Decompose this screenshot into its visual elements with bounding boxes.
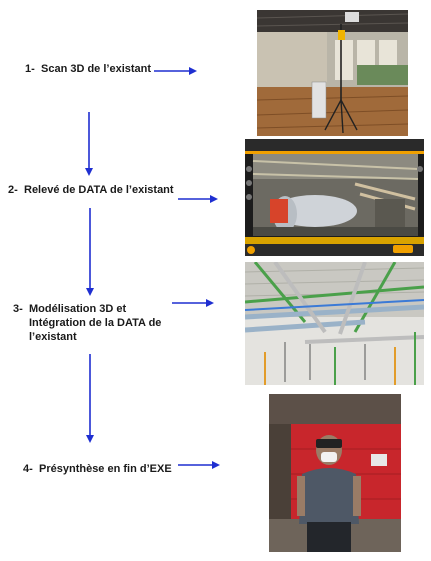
step-3-number: 3- <box>13 303 23 315</box>
laser-scanner-photo <box>257 10 408 136</box>
step-1-number: 1- <box>25 63 35 75</box>
step-2-text: Relevé de DATA de l’existant <box>24 184 174 196</box>
step-2-label: 2- Relevé de DATA de l’existant <box>8 183 174 197</box>
step-1-label: 1- Scan 3D de l’existant <box>25 62 151 76</box>
step-1-text: Scan 3D de l’existant <box>41 63 152 75</box>
hololens-worker-photo <box>269 394 401 552</box>
step-4-text: Présynthèse en fin d’EXE <box>39 463 172 475</box>
bim-pipe-model-render <box>245 262 424 385</box>
step-3-text: Modélisation 3D et Intégration de la DAT… <box>29 303 162 343</box>
step-2-number: 2- <box>8 184 18 196</box>
step-4-label: 4- Présynthèse en fin d’EXE <box>23 462 172 476</box>
step-3-label: 3- Modélisation 3D et Intégration de la D… <box>13 302 179 344</box>
tablet-app-screenshot <box>245 139 424 256</box>
step-4-number: 4- <box>23 463 33 475</box>
